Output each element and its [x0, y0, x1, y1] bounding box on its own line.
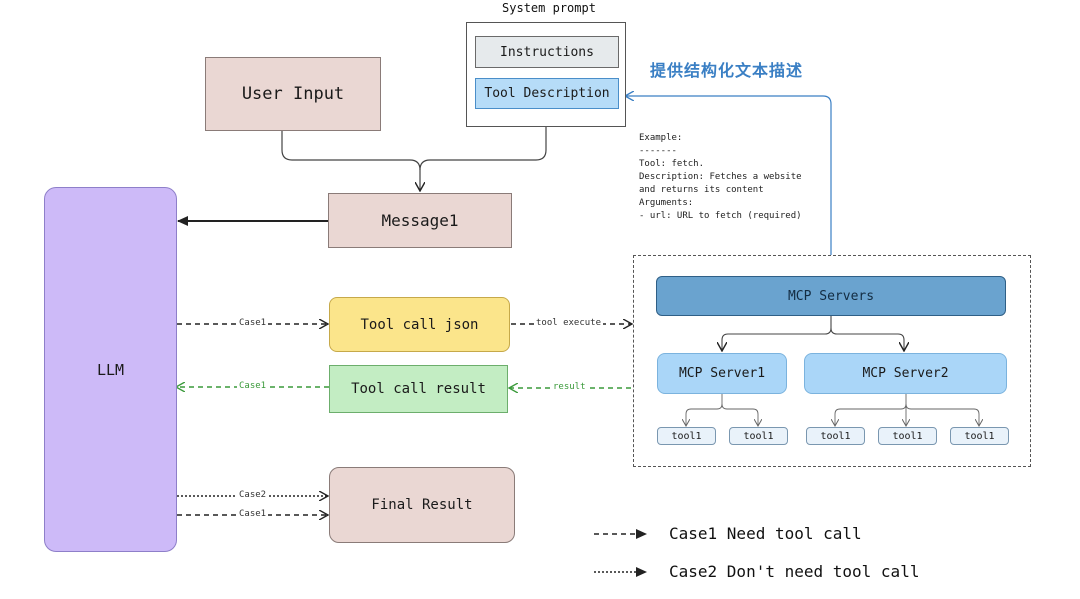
final-result-node: Final Result — [329, 467, 515, 543]
edge-system-prompt-to-message — [419, 127, 547, 171]
edge-mcp-servers-branches — [722, 316, 832, 350]
edge-label-case1-final: Case1 — [237, 509, 269, 520]
user-input-node: User Input — [205, 57, 381, 131]
edge-server2-tools-right — [905, 403, 979, 425]
instructions-box: Instructions — [475, 36, 619, 68]
system-prompt-title: System prompt — [502, 1, 596, 15]
message1-node: Message1 — [328, 193, 512, 248]
tool-node: tool1 — [950, 427, 1009, 445]
tool-node: tool1 — [878, 427, 937, 445]
tool-node: tool1 — [806, 427, 865, 445]
tool-example-text: Example: ------- Tool: fetch. Descriptio… — [639, 133, 802, 221]
structured-text-annotation: 提供结构化文本描述 — [650, 61, 804, 80]
mcp-servers-node: MCP Servers — [656, 276, 1006, 316]
legend-case2-text: Case2 Don't need tool call — [669, 562, 920, 581]
edge-label-case1-tool-call: Case1 — [237, 318, 269, 329]
tool-node: tool1 — [729, 427, 788, 445]
tool-call-result-node: Tool call result — [329, 365, 508, 413]
tool-node: tool1 — [657, 427, 716, 445]
llm-node: LLM — [44, 187, 177, 552]
tool-call-json-node: Tool call json — [329, 297, 510, 352]
edge-user-input-to-message — [281, 131, 420, 190]
edge-server1-tools — [686, 394, 723, 425]
edge-label-case2-final: Case2 — [237, 490, 269, 501]
edge-mcp-to-tool-description — [626, 96, 832, 255]
mcp-server2-node: MCP Server2 — [804, 353, 1007, 394]
mcp-server1-node: MCP Server1 — [657, 353, 787, 394]
tool-description-box: Tool Description — [475, 78, 619, 109]
mcp-container — [633, 255, 1031, 467]
edge-label-tool-execute: tool execute — [534, 318, 604, 329]
edge-label-case1-result: Case1 — [237, 381, 269, 392]
legend-case1-text: Case1 Need tool call — [669, 524, 862, 543]
edge-server1-tools-2 — [721, 403, 758, 425]
edge-label-result: result — [551, 382, 588, 393]
edge-mcp-servers-branch-2 — [830, 327, 904, 350]
